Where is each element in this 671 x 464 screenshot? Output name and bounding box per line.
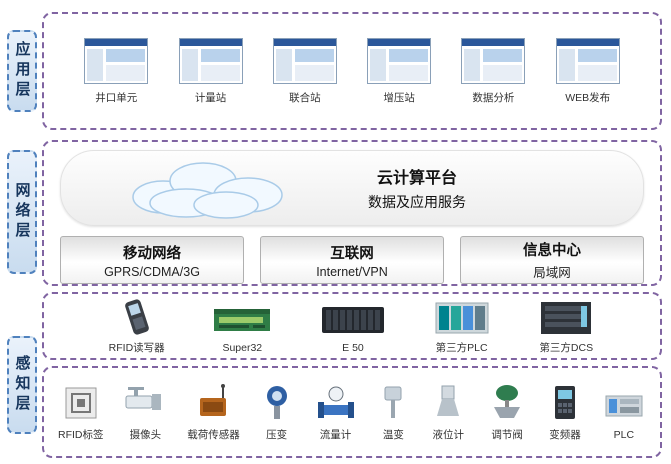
cloud-platform-title: 云计算平台 (376, 170, 457, 187)
rfid-tag-icon (65, 387, 97, 419)
cloud-platform-panel: 云计算平台 数据及应用服务 (60, 150, 644, 226)
network-node-title: 移动网络 (123, 245, 181, 262)
temperature-transmitter-icon (384, 386, 402, 418)
app-item-label: 增压站 (383, 91, 415, 104)
level-gauge-icon (437, 385, 460, 416)
camera-icon (125, 387, 162, 410)
sen-item-rfid-tag: RFID标签 (58, 382, 104, 442)
network-node-mobile: 移动网络 GPRS/CDMA/3G (60, 236, 244, 284)
flow-meter-icon (317, 386, 354, 418)
layer-label-perception: 感知层 (7, 336, 37, 434)
app-item-boost-station: 增压站 (367, 37, 432, 105)
network-node-title: 信息中心 (523, 243, 581, 259)
sensor-label: 流量计 (319, 429, 352, 441)
third-party-plc-image (435, 302, 489, 334)
wellhead-unit-screenshot (84, 37, 149, 84)
sen-item-pressure-transmitter: 压变 (259, 382, 295, 442)
network-node-subtitle: 局域网 (533, 266, 571, 280)
cloud-icon (118, 155, 298, 221)
sen-item-temperature-transmitter: 温变 (376, 382, 410, 442)
metering-station-screenshot (178, 37, 243, 84)
network-node-internet: 互联网 Internet/VPN (260, 236, 444, 284)
sen-item-level-gauge: 液位计 (429, 382, 467, 442)
layer-label-text: 网络层 (13, 182, 31, 242)
app-item-label: 井口单元 (95, 91, 138, 104)
sensor-label: RFID标签 (58, 429, 104, 441)
sen-item-frequency-converter: 变频器 (547, 382, 583, 442)
control-valve-icon (494, 385, 521, 418)
perception-devices-band: RFID读写器 Super32 E 50 (42, 292, 662, 360)
sensor-label: 摄像头 (129, 429, 162, 441)
sen-item-flow-meter: 流量计 (314, 382, 358, 442)
layer-label-application: 应用层 (7, 30, 37, 112)
application-layer-band: 井口单元 计量站 联合站 增压站 数据分析 WEB发布 (42, 12, 662, 130)
layer-label-text: 应用层 (13, 41, 31, 101)
layer-label-text: 感知层 (13, 355, 31, 415)
network-layer-band: 云计算平台 数据及应用服务 移动网络 GPRS/CDMA/3G 互联网 Inte… (42, 140, 662, 286)
network-node-subtitle: GPRS/CDMA/3G (104, 264, 200, 279)
layer-label-network: 网络层 (7, 150, 37, 274)
app-item-label: 数据分析 (472, 91, 515, 104)
app-item-data-analysis: 数据分析 (461, 37, 526, 105)
sen-item-load-sensor: 载荷传感器 (187, 382, 240, 442)
app-item-wellhead-unit: 井口单元 (84, 37, 149, 105)
device-label: 第三方DCS (539, 342, 594, 354)
web-publish-screenshot (555, 37, 620, 84)
device-label: 第三方PLC (435, 342, 488, 354)
sensor-label: 压变 (266, 429, 288, 441)
app-item-metering-station: 计量站 (178, 37, 243, 105)
frequency-converter-icon (555, 386, 575, 419)
network-nodes-row: 移动网络 GPRS/CDMA/3G 互联网 Internet/VPN 信息中心 … (60, 236, 644, 284)
sensor-label: 温变 (382, 429, 404, 441)
cloud-platform-subtitle: 数据及应用服务 (368, 194, 466, 210)
e50-image (321, 306, 384, 333)
dev-item-third-party-dcs: 第三方DCS (537, 297, 595, 355)
network-node-info-center: 信息中心 局域网 (460, 236, 644, 284)
cloud-platform-text: 云计算平台 数据及应用服务 (368, 164, 466, 212)
super32-image (214, 308, 271, 331)
perception-sensors-band: RFID标签 摄像头 载荷传感器 (42, 366, 662, 458)
app-item-label: 联合站 (289, 91, 321, 104)
third-party-dcs-image (541, 302, 592, 334)
pressure-transmitter-icon (266, 386, 287, 419)
app-item-label: WEB发布 (565, 91, 611, 104)
sen-item-control-valve: 调节阀 (486, 382, 528, 442)
network-node-title: 互联网 (330, 245, 374, 262)
device-label: E 50 (342, 341, 364, 354)
sen-item-camera: 摄像头 (122, 382, 168, 442)
sensor-label: 调节阀 (491, 429, 523, 441)
joint-station-screenshot (272, 37, 337, 84)
sensor-label: 液位计 (432, 429, 465, 441)
device-label: Super32 (222, 341, 263, 354)
sensor-label: 变频器 (549, 429, 581, 441)
dev-item-third-party-plc: 第三方PLC (433, 297, 491, 355)
sen-item-plc: PLC (602, 384, 646, 441)
rfid-reader-image (124, 299, 149, 335)
app-item-joint-station: 联合站 (272, 37, 337, 105)
data-analysis-screenshot (461, 37, 526, 84)
app-item-web-publish: WEB发布 (555, 37, 620, 105)
boost-station-screenshot (367, 37, 432, 84)
plc-icon (605, 395, 643, 416)
sensor-label: 载荷传感器 (187, 429, 240, 441)
sensor-label: PLC (613, 428, 635, 441)
device-label: RFID读写器 (108, 342, 165, 354)
app-item-label: 计量站 (194, 91, 227, 104)
load-sensor-icon (199, 384, 226, 416)
dev-item-e50: E 50 (320, 299, 386, 354)
network-node-subtitle: Internet/VPN (316, 264, 388, 279)
dev-item-super32: Super32 (211, 299, 273, 354)
dev-item-rfid-reader: RFID读写器 (109, 297, 165, 355)
